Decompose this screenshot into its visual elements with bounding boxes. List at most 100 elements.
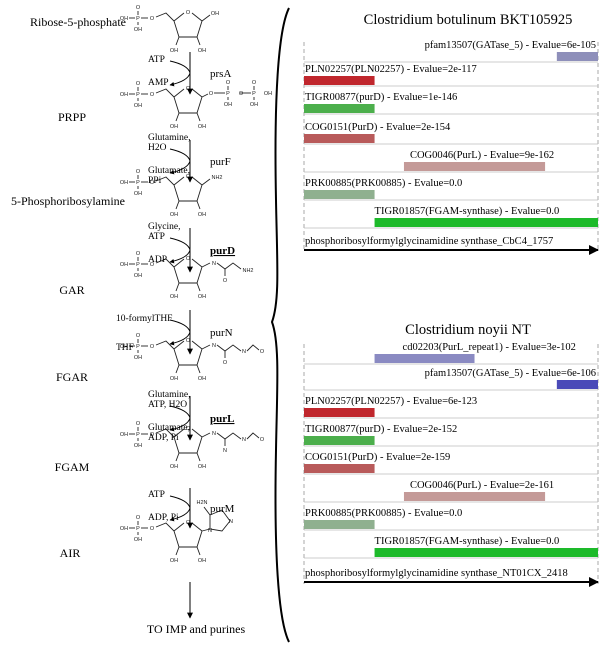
domain-bar bbox=[304, 76, 375, 85]
cofactor-input: ATP bbox=[148, 490, 165, 500]
domain-bar bbox=[556, 52, 598, 61]
domain-track: PLN02257(PLN02257) - Evalue=2e-117 bbox=[304, 64, 598, 87]
domain-label: COG0046(PurL) - Evalue=2e-161 bbox=[410, 480, 554, 491]
hydroxyl-group: OH bbox=[198, 464, 206, 470]
domain-track: COG0151(PurD) - Evalue=2e-159 bbox=[304, 452, 598, 475]
cofactor-input: Glutamine, bbox=[148, 390, 190, 400]
amine-group: NH2 bbox=[211, 175, 222, 181]
hydroxyl-group: OH bbox=[198, 558, 206, 564]
phosphorus-atom: P bbox=[252, 91, 256, 97]
ring-oxygen: O bbox=[186, 338, 191, 344]
hydroxyl-group: OH bbox=[134, 443, 142, 449]
domain-track: TIGR00877(purD) - Evalue=1e-146 bbox=[304, 92, 598, 115]
domain-bar bbox=[374, 218, 598, 227]
hydroxyl-group: OH bbox=[120, 180, 128, 186]
domain-label: PRK00885(PRK00885) - Evalue=0.0 bbox=[305, 508, 462, 519]
amide-nitrogen: N bbox=[242, 437, 246, 443]
domain-label: TIGR01857(FGAM-synthase) - Evalue=0.0 bbox=[375, 536, 560, 547]
cofactor-input: Glycine, bbox=[148, 222, 180, 232]
metabolite-label: PRPP bbox=[58, 110, 86, 124]
cofactor-input: ATP bbox=[148, 232, 165, 242]
domain-label: TIGR00877(purD) - Evalue=1e-146 bbox=[305, 92, 457, 103]
cofactor-out-curve bbox=[169, 160, 191, 175]
oxygen-atom: O bbox=[150, 432, 155, 438]
phosphorus-atom: P bbox=[136, 16, 140, 22]
oxygen-atom: O bbox=[150, 92, 155, 98]
cofactor-output: Glutamate, bbox=[148, 423, 190, 433]
oxygen-atom: O bbox=[136, 169, 141, 175]
domain-label: COG0151(PurD) - Evalue=2e-154 bbox=[305, 122, 451, 133]
domain-panel: Clostridium botulinum BKT105925pfam13507… bbox=[303, 12, 599, 587]
cofactor-out-curve bbox=[169, 249, 191, 264]
domain-bar bbox=[304, 408, 375, 417]
domain-bar bbox=[304, 190, 375, 199]
ring-oxygen: O bbox=[186, 426, 191, 432]
amide-nitrogen: N bbox=[212, 343, 216, 349]
domain-bar bbox=[403, 162, 546, 171]
oxygen-atom: O bbox=[136, 421, 141, 427]
hydroxyl-group: OH bbox=[198, 48, 206, 54]
oxygen-atom: O bbox=[136, 81, 141, 87]
hydroxyl-group: OH bbox=[170, 464, 178, 470]
domain-label: PLN02257(PLN02257) - Evalue=2e-117 bbox=[305, 64, 477, 75]
cofactor-in-curve bbox=[169, 319, 191, 333]
cofactor-out-curve bbox=[169, 331, 191, 346]
hydroxyl-group: OH bbox=[134, 537, 142, 543]
hydroxyl-group: OH bbox=[170, 376, 178, 382]
domain-label: COG0151(PurD) - Evalue=2e-159 bbox=[305, 452, 450, 463]
hydroxyl-group: OH bbox=[170, 294, 178, 300]
cofactor-in-curve bbox=[169, 495, 191, 509]
domain-label: pfam13507(GATase_5) - Evalue=6e-106 bbox=[425, 368, 596, 379]
phosphorus-atom: P bbox=[136, 344, 140, 350]
domain-label: TIGR00877(purD) - Evalue=2e-152 bbox=[305, 424, 457, 435]
hydroxyl-group: OH bbox=[170, 48, 178, 54]
cofactor-output: Glutamate, bbox=[148, 166, 190, 176]
domain-label: COG0046(PurL) - Evalue=9e-162 bbox=[410, 150, 554, 161]
gene-label: phosphoribosylformylglycinamidine syntha… bbox=[305, 236, 553, 247]
domain-track: pfam13507(GATase_5) - Evalue=6e-106 bbox=[304, 368, 598, 391]
hydroxyl-group: OH bbox=[120, 262, 128, 268]
brace-divider bbox=[270, 7, 290, 643]
domain-bar bbox=[374, 354, 475, 363]
carbonyl-oxygen: O bbox=[223, 360, 228, 366]
gene-track: phosphoribosylformylglycinamidine syntha… bbox=[304, 568, 599, 587]
metabolite-label: 5-Phosphoribosylamine bbox=[11, 194, 125, 208]
ring-oxygen: O bbox=[186, 10, 191, 16]
domain-track: PRK00885(PRK00885) - Evalue=0.0 bbox=[304, 508, 598, 531]
domain-label: cd02203(PurL_repeat1) - Evalue=3e-102 bbox=[403, 342, 576, 353]
domain-label: pfam13507(GATase_5) - Evalue=6e-105 bbox=[425, 40, 596, 51]
cofactor-output: ADP, Pi bbox=[148, 513, 179, 523]
hydroxyl-group: OH bbox=[224, 102, 232, 108]
cofactor-input: 10-formylTHF bbox=[116, 313, 172, 324]
hydroxyl-group: OH bbox=[170, 212, 178, 218]
domain-track: TIGR01857(FGAM-synthase) - Evalue=0.0 bbox=[304, 206, 598, 229]
domain-bar bbox=[304, 104, 375, 113]
phosphorus-atom: P bbox=[136, 92, 140, 98]
domain-track: PLN02257(PLN02257) - Evalue=6e-123 bbox=[304, 396, 598, 419]
pathway-end-label: TO IMP and purines bbox=[147, 622, 246, 636]
domain-bar bbox=[374, 548, 598, 557]
oxygen-atom: O bbox=[136, 515, 141, 521]
metabolite-label: AIR bbox=[60, 546, 81, 560]
domain-bar bbox=[304, 520, 375, 529]
hydroxyl-group: OH bbox=[198, 294, 206, 300]
ring-oxygen: O bbox=[186, 256, 191, 262]
metabolite-label: FGAR bbox=[56, 370, 88, 384]
oxygen-atom: O bbox=[150, 262, 155, 268]
enzyme-purD: purD bbox=[210, 245, 235, 257]
metabolite-label: FGAM bbox=[55, 460, 90, 474]
cofactor-input: Glutamine, bbox=[148, 133, 190, 143]
phosphorus-atom: P bbox=[226, 91, 230, 97]
phosphorus-atom: P bbox=[136, 180, 140, 186]
oxygen-atom: O bbox=[136, 5, 141, 11]
enzyme-prsA: prsA bbox=[210, 68, 231, 80]
hydroxyl-group: OH bbox=[198, 376, 206, 382]
oxygen-atom: O bbox=[136, 251, 141, 257]
